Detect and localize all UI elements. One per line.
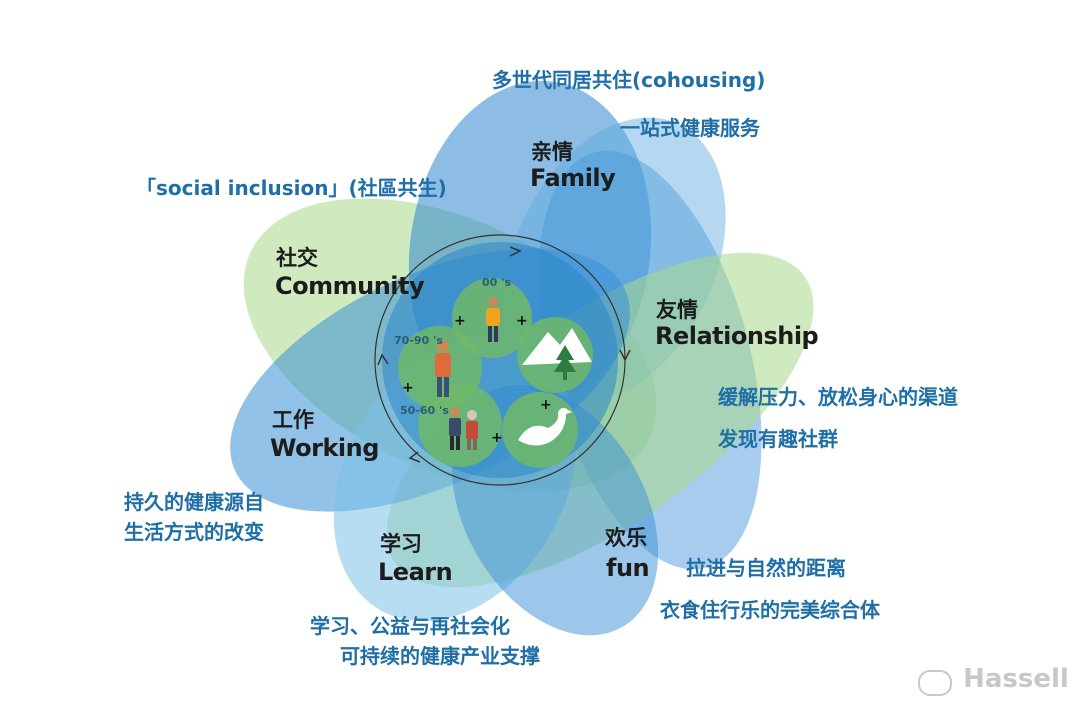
- petal-label-learn-en: Learn: [378, 558, 453, 586]
- annotation-living-complex: 衣食住行乐的完美综合体: [660, 598, 880, 622]
- cycle-arrow-left: [377, 353, 389, 366]
- petal-label-family-cn: 亲情: [531, 140, 573, 164]
- adult-figure-icon: [435, 340, 451, 397]
- annotation-lasting-health-1: 持久的健康源自: [124, 490, 264, 514]
- annotation-nature-distance: 拉进与自然的距离: [686, 556, 846, 580]
- petal-label-working-en: Working: [270, 434, 379, 462]
- plus-sign: +: [402, 380, 414, 396]
- goose-icon: [518, 407, 572, 446]
- petal-label-community-cn: 社交: [276, 246, 318, 270]
- petal-label-learn-cn: 学习: [380, 532, 422, 556]
- plus-sign: +: [491, 430, 503, 446]
- cycle-arrow-bottom: [408, 451, 421, 463]
- petal-label-family-en: Family: [530, 164, 616, 192]
- cycle-arrow-right: [619, 349, 631, 362]
- plus-sign: +: [540, 397, 552, 413]
- plus-sign: +: [516, 313, 528, 329]
- petal-label-relationship-en: Relationship: [655, 322, 819, 350]
- era-label-70-90s: 70-90 's: [394, 334, 443, 347]
- annotation-lasting-health-2: 生活方式的改变: [124, 520, 264, 544]
- petal-label-fun-en: fun: [606, 554, 650, 582]
- wechat-icon: [918, 669, 952, 696]
- annotation-interest-groups: 发现有趣社群: [718, 427, 838, 451]
- annotation-one-stop-health: 一站式健康服务: [620, 116, 760, 140]
- watermark-text: Hassell: [963, 664, 1069, 694]
- annotation-learning-1: 学习、公益与再社会化: [310, 614, 510, 638]
- annotation-social-inclusion: 「social inclusion」(社區共生): [136, 176, 447, 200]
- annotation-stress-relief: 缓解压力、放松身心的渠道: [718, 385, 958, 409]
- petal-label-relationship-cn: 友情: [656, 298, 698, 322]
- era-label-00s: 00 's: [482, 276, 512, 289]
- watermark: Hassell: [918, 664, 1069, 696]
- annotation-cohousing: 多世代同居共住(cohousing): [492, 68, 766, 92]
- annotation-learning-2: 可持续的健康产业支撑: [340, 644, 540, 668]
- cycle-arrow-top: [509, 246, 522, 257]
- mountain-tree-icon: [522, 328, 592, 380]
- era-label-50-60s: 50-60 's: [400, 404, 449, 417]
- petal-label-community-en: Community: [275, 272, 425, 300]
- petal-label-working-cn: 工作: [272, 408, 314, 432]
- plus-sign: +: [454, 313, 466, 329]
- child-figure-icon: [486, 297, 500, 342]
- petal-label-fun-cn: 欢乐: [605, 526, 647, 550]
- elderly-couple-icon: [449, 407, 478, 450]
